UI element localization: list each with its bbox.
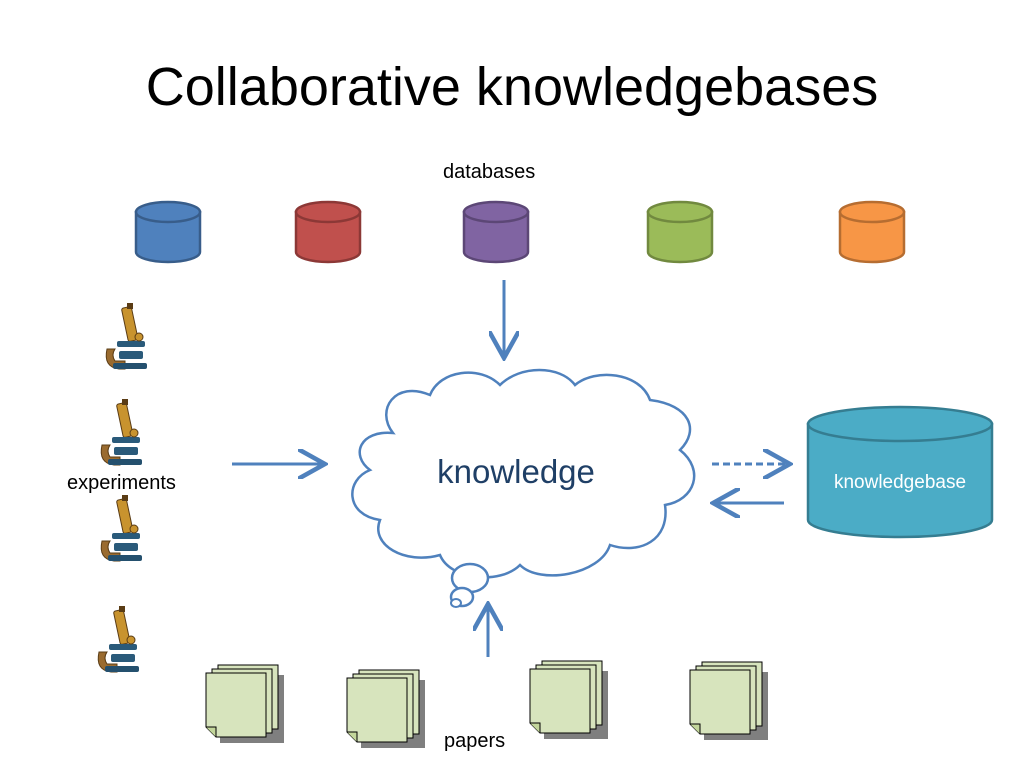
paper-stack-icon: [689, 661, 768, 740]
microscope-icon: [97, 606, 139, 673]
database-icon-red: [294, 200, 362, 264]
knowledgebase-cylinder: knowledgebase: [806, 405, 994, 539]
microscope-icon: [100, 399, 142, 466]
paper-stack-icon: [205, 664, 284, 743]
knowledgebase-label: knowledgebase: [834, 472, 966, 493]
knowledge-label: knowledge: [437, 453, 595, 490]
microscope-icon: [105, 303, 147, 370]
database-icon-blue: [134, 200, 202, 264]
experiments-label: experiments: [67, 472, 176, 494]
paper-stack-icon: [529, 660, 608, 739]
thought-cloud-icon: knowledge: [351, 368, 696, 608]
paper-stack-icon: [346, 669, 425, 748]
microscope-icon: [100, 495, 142, 562]
slide-title: Collaborative knowledgebases: [145, 57, 879, 117]
database-icon-purple: [462, 200, 530, 264]
databases-label: databases: [443, 161, 536, 183]
papers-label: papers: [444, 730, 506, 752]
database-icon-green: [646, 200, 714, 264]
database-icon-orange: [838, 200, 906, 264]
